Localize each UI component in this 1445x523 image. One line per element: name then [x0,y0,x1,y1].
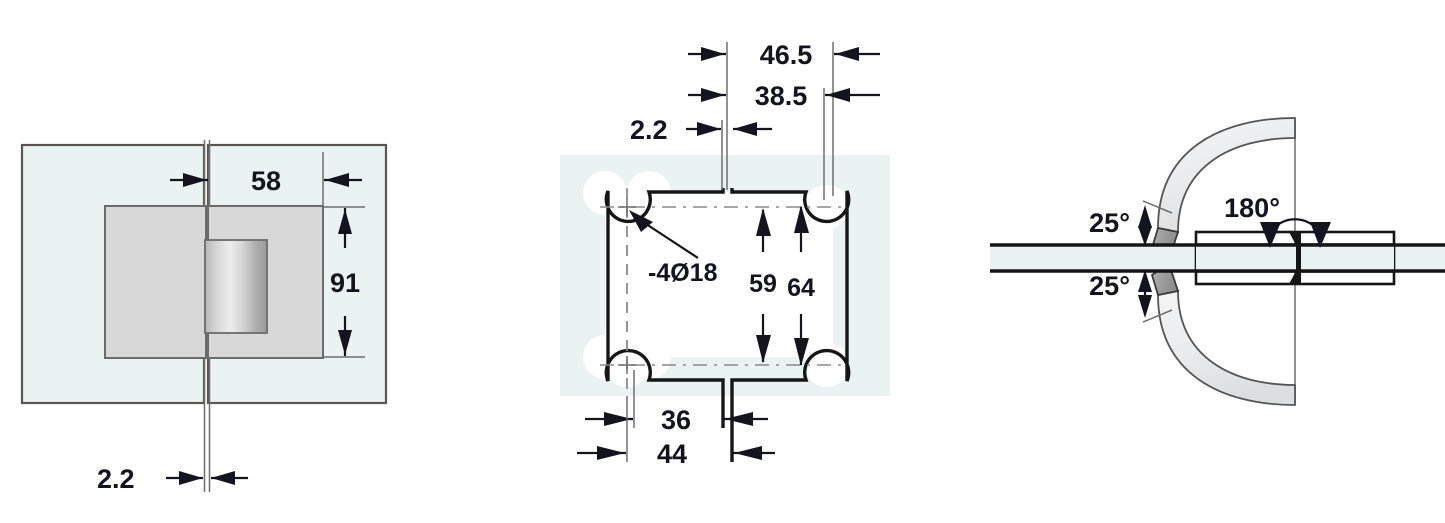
arrowhead-44-right [734,446,762,460]
view-front-elevation: 58 91 2.2 [20,140,388,494]
arrowhead-holes [629,210,653,232]
hinge-body-glass-overlay [1196,245,1394,271]
front-dimension-22: 2.2 [97,464,248,494]
front-dimension-58: 58 [170,152,362,207]
arrowhead-22c-right [733,122,757,136]
front-dimension-91: 91 [324,206,365,358]
dimension-label-385: 38.5 [755,81,808,111]
dimension-label-91: 91 [330,268,360,298]
swing-dimension-180: 180° [1224,193,1331,248]
cutout-dimension-44: 44 [577,384,775,469]
dimension-label-25-upper: 25° [1089,208,1130,238]
arrowhead-180-right [1310,222,1331,248]
arrowhead-59-bottom [756,335,771,363]
cutout-hole-callout: -4Ø18 [629,210,718,287]
swing-dimension-25-lower: 25° [1089,270,1173,323]
cutout-dimension-465: 46.5 [688,40,880,196]
arrowhead-91-bottom [338,330,352,355]
arrowhead-64-bottom [794,338,809,366]
cutout-dimension-22: 2.2 [630,115,772,190]
view-glass-cutout: -4Ø18 46.5 38.5 [560,40,890,469]
arrowhead-25-lower-top [1138,270,1152,292]
arrowhead-58-right [325,173,349,187]
arrowhead-44-left [597,446,625,460]
ext-line-25-lower [1142,309,1173,323]
arrowhead-64-top [794,205,809,233]
arrowhead-385-right [826,88,850,102]
arrowhead-91-top [338,209,352,234]
arrowhead-36-left [604,412,632,426]
arrowhead-36-right [725,412,753,426]
hole-callout-label: -4Ø18 [648,259,718,287]
ext-line-25-upper [1142,200,1173,214]
arrowhead-25-lower-bottom [1138,295,1152,318]
arrowhead-25-upper-bottom [1138,226,1152,246]
arrowhead-25-upper-top [1138,205,1152,228]
arrowhead-22c-left [697,122,721,136]
cutout-outline-left [604,188,725,384]
view-swing-angle: 180° 25° 25° [990,117,1445,406]
dimension-label-180: 180° [1224,193,1280,223]
swing-arc-lower [1157,289,1296,406]
cutout-dimension-64: 64 [787,205,815,366]
dimension-label-25-lower: 25° [1089,271,1130,301]
hinge-plate-left [104,205,207,359]
arrowhead-385-left [701,88,725,102]
dimension-label-22-cutout: 2.2 [630,115,668,145]
dimension-label-44: 44 [657,439,687,469]
arrowhead-59-top [756,208,771,236]
hinge-pivot-wedge [1289,232,1301,284]
dimension-label-465: 46.5 [760,40,813,70]
arrowhead-465-left [701,47,725,61]
dimension-label-58: 58 [251,166,281,196]
cutout-dimension-59: 59 [749,208,777,363]
arrowhead-22-left [179,471,203,485]
dimension-label-59: 59 [749,270,777,298]
dimension-label-22-front: 2.2 [97,464,135,494]
swing-arc-upper [1157,117,1296,234]
dimension-label-36: 36 [661,405,691,435]
arrowhead-58-left [183,173,207,187]
arrowhead-22-right [211,471,235,485]
arrowhead-180-left [1260,222,1281,248]
hinge-barrel [204,239,268,334]
cutout-outline-right [730,188,851,384]
swing-dimension-25-upper: 25° [1089,200,1173,246]
dimension-label-64: 64 [787,274,815,302]
cutout-dimension-385: 38.5 [688,81,880,200]
leader-line-holes [639,219,699,259]
arrowhead-465-right [835,47,859,61]
